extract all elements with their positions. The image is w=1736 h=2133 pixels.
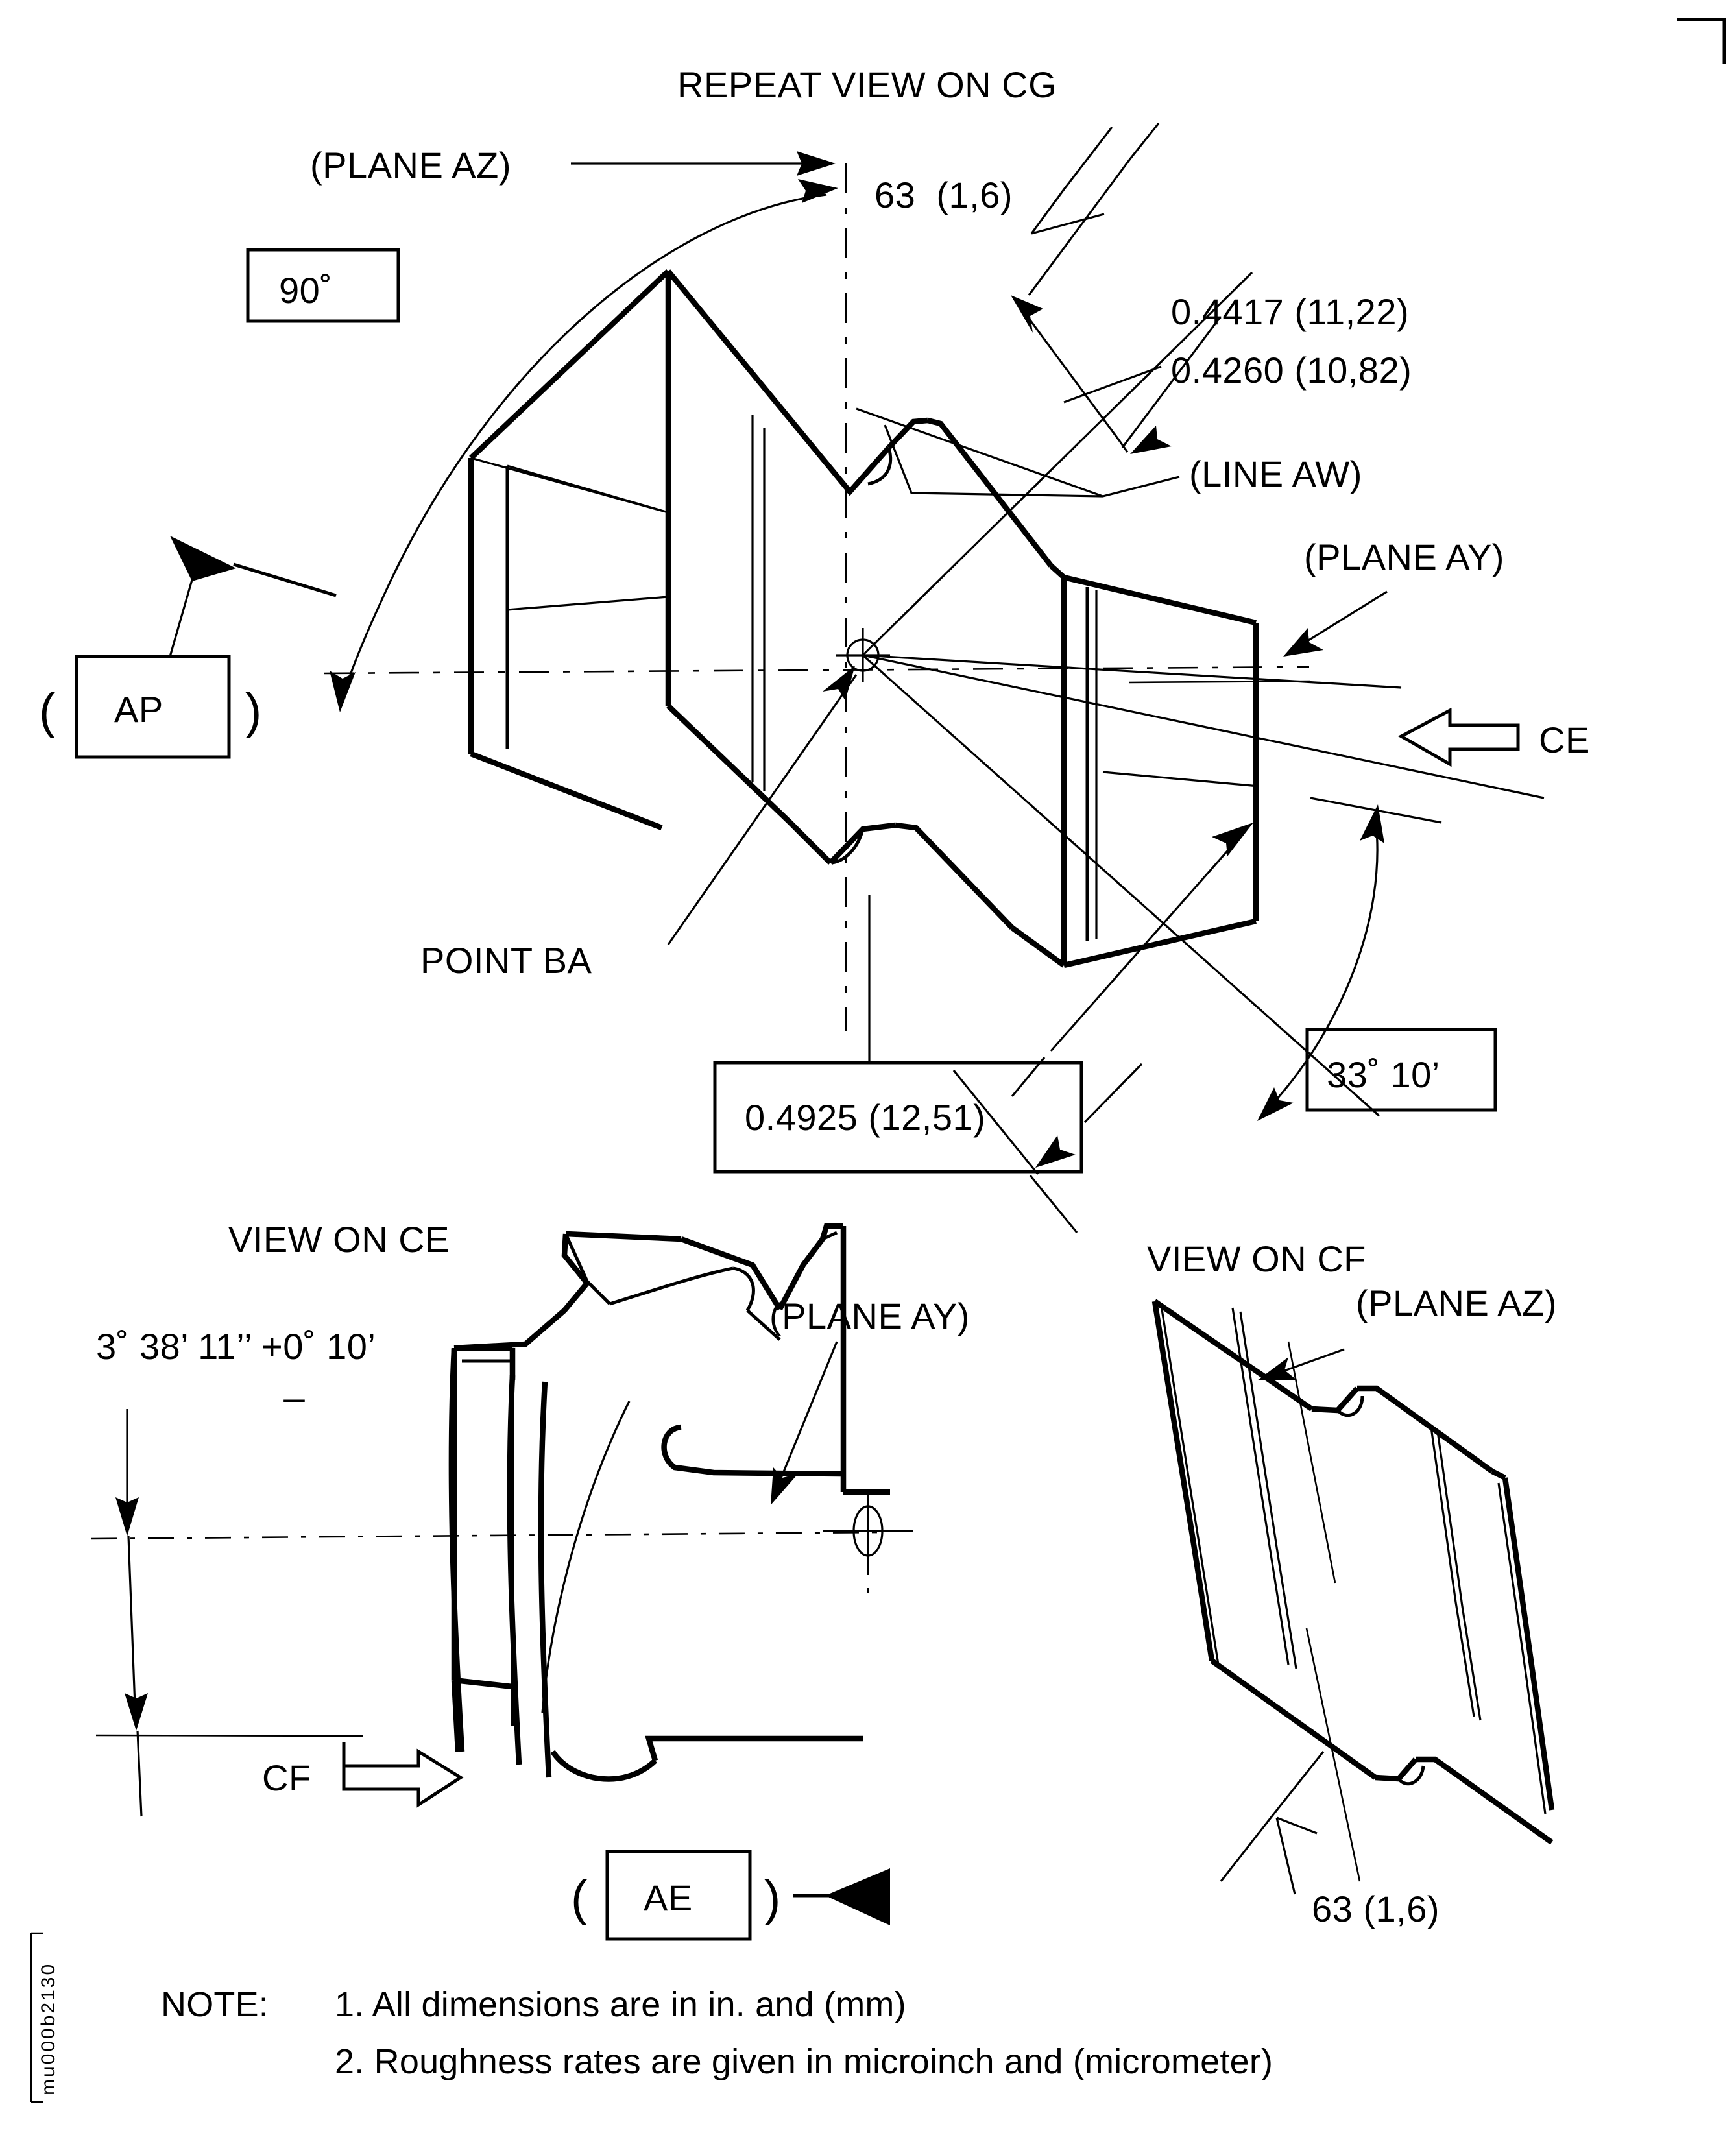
- datum-box-ae: AE: [605, 1850, 752, 1941]
- line-aw-trace-2: [884, 424, 1103, 498]
- point-ba-leader: [667, 666, 858, 945]
- dim-box-bottom: 0.4925 (12,51): [713, 1061, 1083, 1174]
- roughness-symbol-bottom: [1220, 1751, 1325, 1895]
- datum-box-ap: AP: [75, 655, 231, 759]
- construction-line-d: [862, 654, 1545, 799]
- angle-dim-33-arc: [1257, 804, 1384, 1121]
- line-aw-trace: [856, 407, 1103, 498]
- datum-ae-arrow: [793, 1868, 890, 1925]
- construction-line-b: [862, 271, 1253, 657]
- view-arrow-ce: [1397, 707, 1520, 767]
- dim-upper-max: 0.4417 (11,22): [1171, 291, 1409, 332]
- plane-ay-leader-ce: [771, 1341, 838, 1505]
- angle-box-90: 90˚: [246, 248, 400, 323]
- angle-box-90-value: 90˚: [279, 270, 332, 311]
- dim-box-bottom-leader-2: [1083, 1063, 1143, 1124]
- plane-az-label-cf: (PLANE AZ): [1356, 1283, 1557, 1323]
- cf-vane-plate: [1151, 1299, 1555, 1845]
- line-aw-leader: [1102, 476, 1180, 498]
- angle-box-33: 33˚ 10’: [1305, 1028, 1497, 1112]
- datum-box-ae-label: AE: [644, 1877, 693, 1918]
- plane-ay-label-ce: (PLANE AY): [769, 1295, 970, 1336]
- ce-section-profile: [448, 1223, 890, 1782]
- dim-box-bottom-value: 0.4925 (12,51): [745, 1097, 985, 1138]
- notes-heading: NOTE:: [161, 1985, 269, 2024]
- dim-upper-min: 0.4260 (10,82): [1171, 350, 1412, 391]
- roughness-callout-top: 63 (1,6): [874, 175, 1013, 215]
- corner-registration-mark: [1677, 18, 1726, 64]
- notes-block: NOTE: 1. All dimensions are in in. and (…: [161, 1985, 1273, 2081]
- datum-box-ap-label: AP: [114, 689, 163, 730]
- cf-plane-az-trace-upper: [1287, 1341, 1336, 1584]
- view-on-cf-group: VIEW ON CF: [1147, 1238, 1557, 1929]
- upper-view-title: REPEAT VIEW ON CG: [677, 64, 1057, 105]
- ce-vertical-dimension: [115, 1409, 148, 1817]
- plane-ay-label-upper: (PLANE AY): [1304, 536, 1504, 577]
- angle-sweep-arc-90: [330, 179, 838, 712]
- construction-line-c: [862, 654, 1402, 689]
- angle-tolerance-text: 3˚ 38’ 11’’ +0˚ 10’: [96, 1326, 376, 1367]
- angle-dim-33-extension: [1310, 797, 1442, 824]
- view-arrow-ce-label: CE: [1539, 719, 1590, 760]
- plane-az-leader-upper: [571, 151, 836, 176]
- point-ba-label: POINT BA: [420, 940, 592, 981]
- ce-lower-reference-line: [95, 1734, 364, 1737]
- plane-ay-leader-upper: [1283, 590, 1388, 657]
- plane-az-label-upper: (PLANE AZ): [310, 145, 511, 186]
- line-aw-label: (LINE AW): [1189, 453, 1362, 494]
- cf-plane-az-trace-lower: [1305, 1628, 1361, 1882]
- dim-upper-leader: [1063, 365, 1162, 404]
- part-isometric-body: [468, 269, 1259, 969]
- view-arrow-cf-label: CF: [262, 1757, 311, 1798]
- construction-line-a: [862, 654, 1380, 1117]
- datum-ae-paren-open: (: [571, 1871, 587, 1926]
- roughness-symbol-top: [1030, 127, 1113, 235]
- angle-tolerance-minus-mark: _: [283, 1362, 305, 1403]
- view-on-cf-title: VIEW ON CF: [1147, 1238, 1366, 1279]
- datum-ap-paren-open: (: [39, 684, 55, 739]
- datum-ae-paren-close: ): [764, 1871, 780, 1926]
- note-item-2: 2. Roughness rates are given in microinc…: [335, 2042, 1273, 2081]
- ce-centerline-upper: [90, 1531, 883, 1540]
- note-item-1: 1. All dimensions are in in. and (mm): [335, 1985, 906, 2024]
- datum-ap-arrow: [169, 536, 337, 657]
- angle-box-33-value: 33˚ 10’: [1327, 1054, 1440, 1095]
- view-on-ce-title: VIEW ON CE: [228, 1219, 450, 1260]
- sheet-code-group: mu000b2130: [30, 1932, 59, 2103]
- roughness-callout-bottom: 63 (1,6): [1312, 1888, 1440, 1929]
- dim-upper-arrow-line: [1011, 123, 1221, 454]
- view-on-ce-group: VIEW ON CE 3˚ 38’ 11’’ +0˚ 10’ _: [90, 1219, 970, 1941]
- datum-ap-paren-close: ): [245, 684, 261, 739]
- sheet-code-label: mu000b2130: [38, 1962, 59, 2095]
- plane-az-leader-cf: [1257, 1348, 1345, 1380]
- view-arrow-cf: [342, 1742, 464, 1808]
- upper-view-group: REPEAT VIEW ON CG (PLANE AZ) 90˚ 63: [39, 64, 1590, 1234]
